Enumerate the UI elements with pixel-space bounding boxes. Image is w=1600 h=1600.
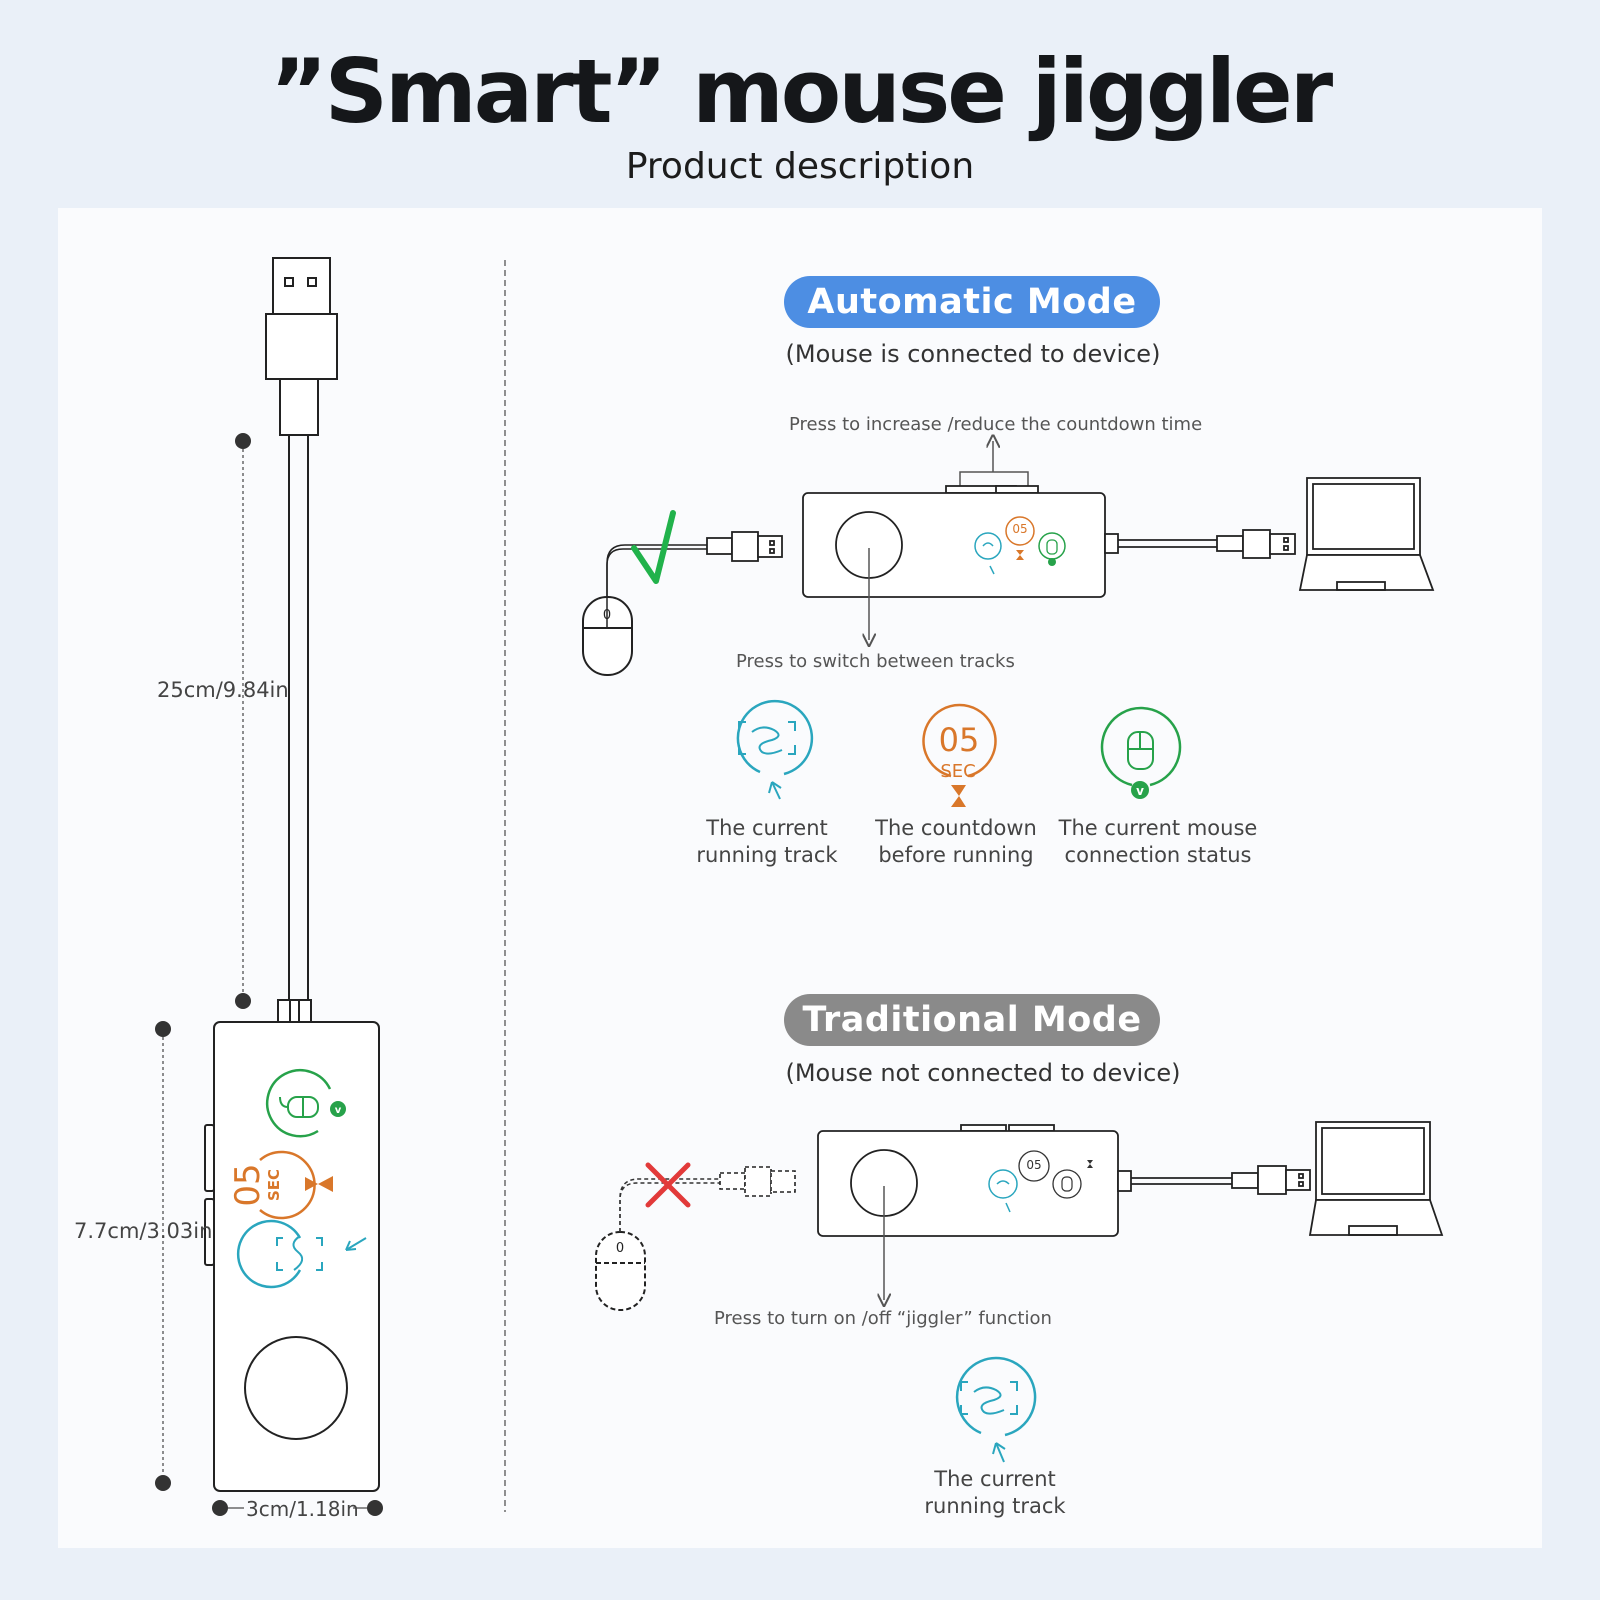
disconnected-cross-icon bbox=[645, 1162, 691, 1208]
countdown-number-vertical: 05 bbox=[228, 1163, 268, 1206]
countdown-icon: 05 SEC bbox=[228, 1150, 333, 1220]
legend-countdown-icon: 05 SEC bbox=[922, 703, 997, 807]
width-dimension-line bbox=[212, 1500, 383, 1516]
automatic-mode-subtitle: (Mouse is connected to device) bbox=[785, 340, 1161, 368]
trad-laptop-icon bbox=[1308, 1121, 1444, 1236]
trad-legend-track-icon bbox=[955, 1356, 1037, 1463]
device-width-label: 3cm/1.18in bbox=[246, 1497, 359, 1521]
track-icon bbox=[236, 1219, 367, 1289]
automatic-mode-badge: Automatic Mode bbox=[784, 276, 1160, 328]
auto-laptop-cable bbox=[1104, 529, 1296, 559]
connected-check-icon bbox=[631, 510, 676, 584]
legend-mouse-status-caption: The current mouse connection status bbox=[1058, 816, 1258, 867]
legend-countdown-unit: SEC bbox=[940, 761, 975, 782]
legend-check-label: v bbox=[1136, 784, 1144, 798]
legend-track-icon bbox=[736, 699, 814, 800]
auto-mini-icons: 05 bbox=[974, 516, 1066, 575]
auto-mouse-usb-plug bbox=[706, 531, 783, 562]
countdown-unit-vertical: SEC bbox=[265, 1169, 283, 1201]
legend-countdown-number: 05 bbox=[939, 721, 980, 759]
auto-device-body bbox=[802, 485, 1106, 598]
usb-plug bbox=[265, 257, 338, 436]
legend-countdown-caption: The countdown before running bbox=[875, 816, 1037, 867]
auto-mini-countdown: 05 bbox=[1012, 522, 1027, 536]
auto-main-button-note: Press to switch between tracks bbox=[736, 651, 1015, 672]
trad-mouse-cable bbox=[619, 1182, 720, 1232]
page-subtitle: Product description bbox=[625, 146, 975, 187]
traditional-mode-badge: Traditional Mode bbox=[784, 994, 1160, 1046]
trad-mouse-button-label: 0 bbox=[616, 1241, 624, 1256]
cable bbox=[277, 435, 312, 1023]
cable-dimension-line bbox=[235, 433, 251, 1009]
mouse-status-icon: v bbox=[265, 1068, 346, 1138]
trad-laptop-cable bbox=[1117, 1165, 1311, 1195]
traditional-mode-subtitle: (Mouse not connected to device) bbox=[785, 1059, 1181, 1087]
trad-main-button-note: Press to turn on /off “jiggler” function bbox=[714, 1308, 1052, 1329]
cable-length-label: 25cm/9.84in bbox=[157, 678, 289, 702]
trad-legend-track-caption: The current running track bbox=[924, 1467, 1066, 1518]
trad-mini-countdown: 05 bbox=[1026, 1158, 1041, 1172]
trad-mouse-usb-plug bbox=[719, 1166, 796, 1197]
auto-laptop-icon bbox=[1298, 477, 1435, 591]
auto-top-button-pointer bbox=[959, 441, 1029, 486]
auto-mouse-button-label: 0 bbox=[603, 608, 611, 623]
trad-device-body bbox=[817, 1124, 1119, 1237]
auto-mouse bbox=[582, 596, 633, 676]
page-title: ”Smart” mouse jiggler bbox=[269, 40, 1333, 143]
device-length-label: 7.7cm/3.03in bbox=[74, 1219, 213, 1243]
device-body-vertical bbox=[204, 1021, 380, 1492]
auto-top-button-note: Press to increase /reduce the countdown … bbox=[789, 414, 1203, 435]
check-mark-label: v bbox=[335, 1105, 342, 1116]
legend-mouse-status-icon: v bbox=[1100, 706, 1182, 799]
device-dimension-line bbox=[155, 1021, 171, 1491]
trad-mini-icons: 05 bbox=[988, 1150, 1093, 1213]
legend-track-caption: The current running track bbox=[696, 816, 838, 867]
